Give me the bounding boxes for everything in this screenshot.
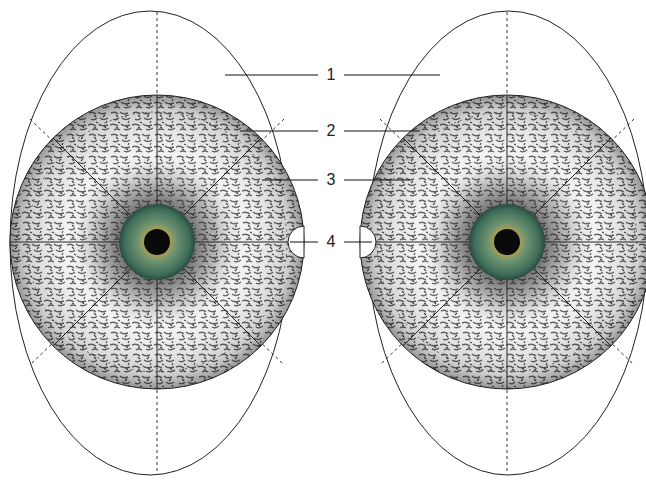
right-eye bbox=[360, 11, 646, 475]
leader-lines bbox=[225, 75, 440, 242]
callout-number: 4 bbox=[325, 233, 338, 251]
callout-number: 3 bbox=[325, 171, 338, 189]
callout-number: 2 bbox=[325, 122, 338, 140]
left-eye bbox=[10, 11, 304, 475]
callout-number: 1 bbox=[325, 66, 338, 84]
